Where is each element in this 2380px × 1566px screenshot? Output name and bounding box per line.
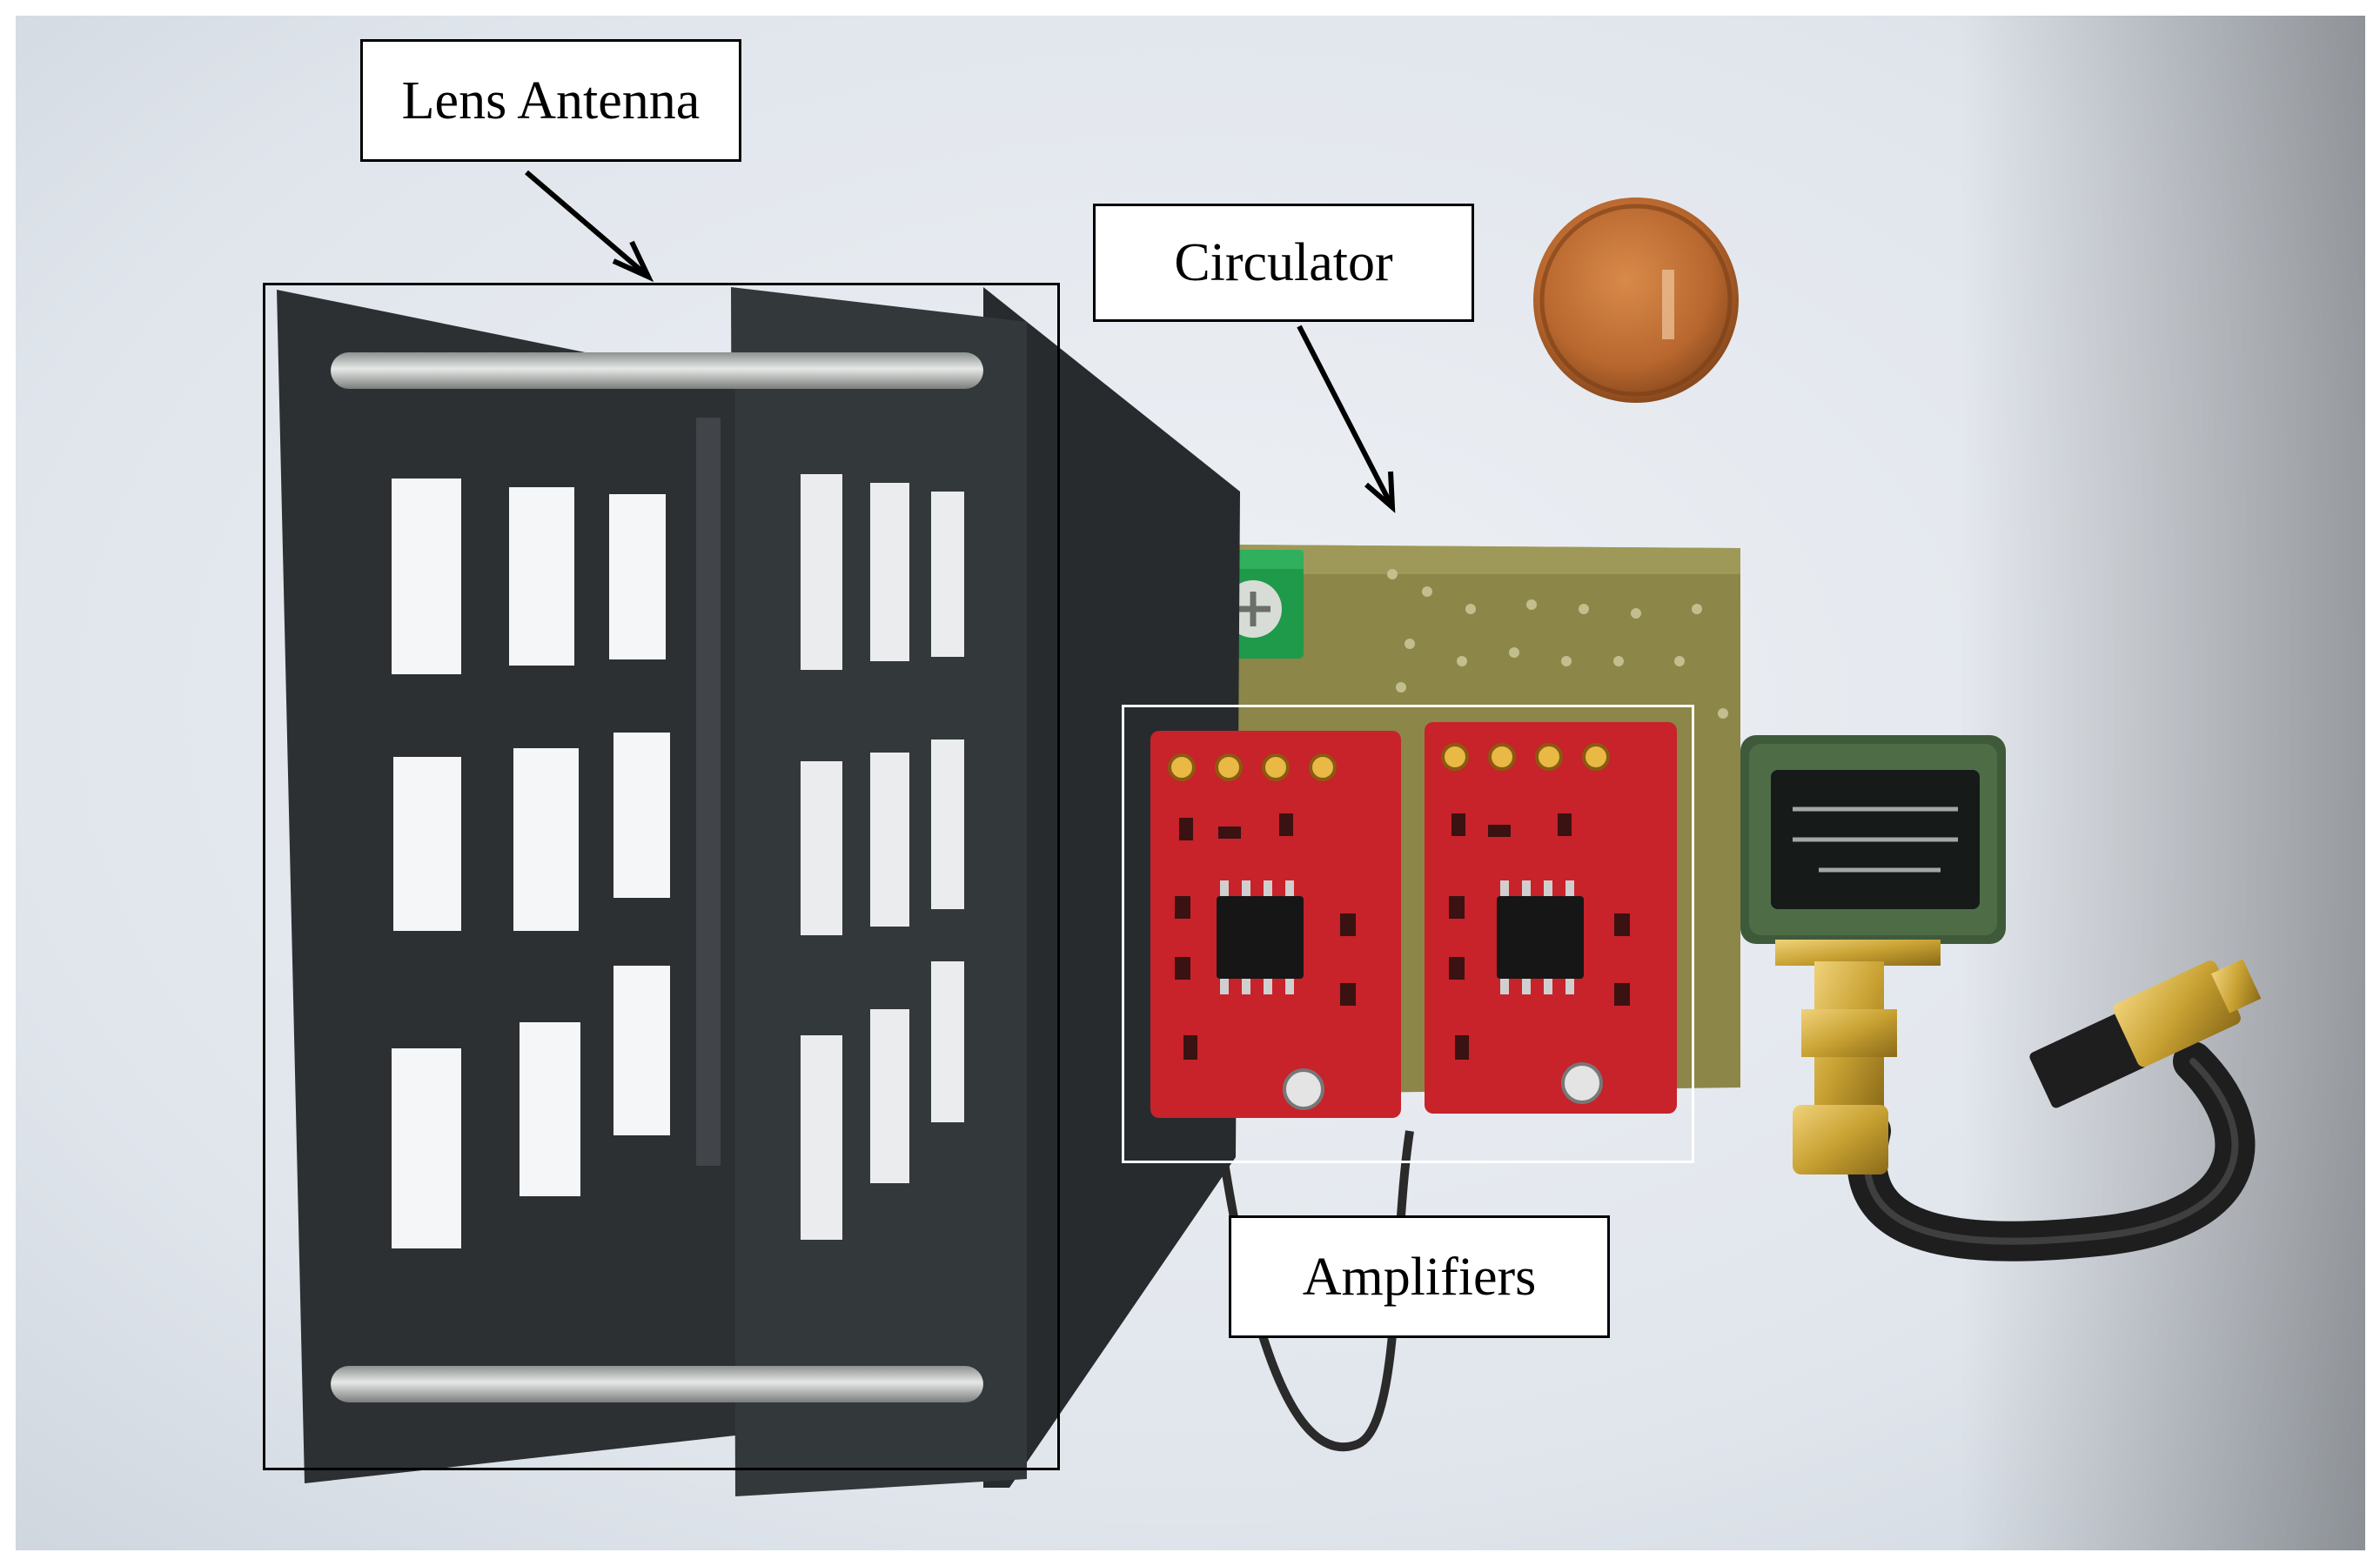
background-shadow	[1958, 16, 2365, 1550]
amplifier-board	[1150, 731, 1401, 1118]
coaxial-cable	[1847, 1041, 2256, 1262]
amplifiers-text: Amplifiers	[1302, 1247, 1537, 1307]
arrow-lens-antenna	[525, 170, 654, 283]
circulator-module	[1740, 735, 2006, 966]
lens-antenna-plates	[277, 287, 1240, 1496]
arrow-circulator	[1297, 325, 1396, 513]
lens-antenna-text: Lens Antenna	[401, 70, 701, 130]
amplifiers-label: Amplifiers	[1229, 1215, 1610, 1338]
circulator-label: Circulator	[1093, 204, 1474, 322]
lens-antenna-label: Lens Antenna	[360, 39, 741, 162]
sma-connector	[1793, 959, 2262, 1174]
coin	[1533, 197, 1739, 403]
circulator-text: Circulator	[1174, 233, 1393, 292]
amplifier-board	[1425, 722, 1677, 1114]
